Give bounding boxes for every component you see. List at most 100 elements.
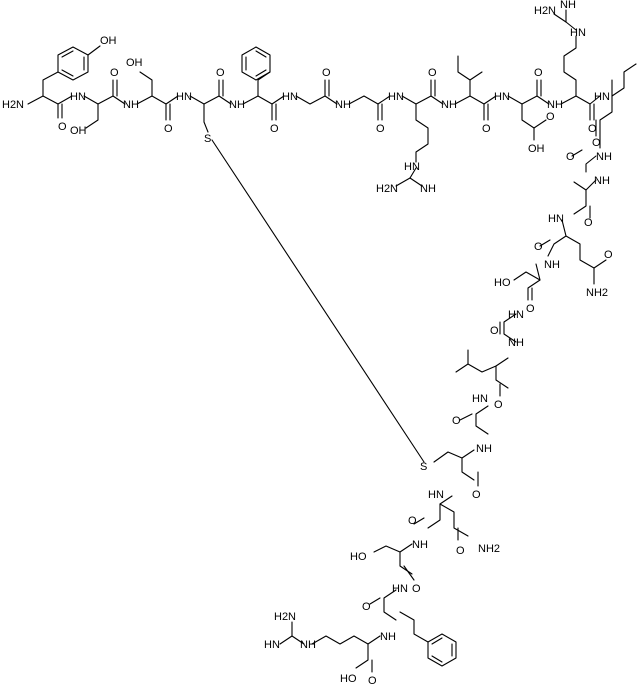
ser4-oh-label: HO <box>350 551 367 563</box>
arg3-guanidine-nh2-label: H2N <box>274 611 296 623</box>
arg2-co-to-nh <box>589 95 601 105</box>
arg1-guanidine-double <box>395 177 411 187</box>
arg3-carboxyl-o-label: O <box>368 675 377 687</box>
ile2-carbonyl-o-label: O <box>592 137 601 149</box>
tyr-phenol-oh-bond <box>87 45 101 56</box>
ser1-carbonyl-o-label: O <box>110 67 119 79</box>
phe2-backbone <box>383 589 397 621</box>
ser4-carbonyl-o-label: O <box>412 583 421 595</box>
asp-arg2-nh-label: NH <box>547 99 563 111</box>
atom-label-layer: H2N O OH HN OH O NH OH O HN S O NH O HN … <box>2 0 613 687</box>
arg3-carboxyl-oh-label: HO <box>340 673 357 685</box>
tyr-carbonyl-o-label: O <box>58 121 67 133</box>
gln-amide-double <box>593 259 607 269</box>
arg2-guanidine-nh-label: HN <box>570 27 586 39</box>
arg2-carbonyl-o-label: O <box>588 123 597 135</box>
ser3-backbone <box>527 263 541 301</box>
gln-ser3-nh-label: NH <box>544 259 560 271</box>
asp-acid-o-label: O <box>546 111 555 123</box>
phe1-carbonyl-o-label: O <box>270 123 279 135</box>
ser3-side-chain <box>513 271 541 281</box>
asn-amide-o-label: O <box>456 545 465 557</box>
arg1-co-to-nh <box>430 95 444 105</box>
gly3-carbonyl-o-label: O <box>566 151 575 163</box>
gln-amide-nh2-label: NH2 <box>586 287 608 299</box>
ser3-oh-label: HO <box>494 277 511 289</box>
arg2-guanidine-2 <box>553 13 567 23</box>
cys2-side-chain <box>433 451 463 463</box>
gly4-backbone <box>503 313 517 343</box>
ile1-co-to-nh <box>483 95 497 105</box>
cys1-side-chain <box>203 103 209 133</box>
cys2-carbonyl-o-label: O <box>472 489 481 501</box>
phe2-ring-double-1 <box>431 637 443 645</box>
asn-backbone <box>427 495 453 529</box>
ile1-carbonyl-o-label: O <box>482 123 491 135</box>
gly5-cys2-nh-label: NH <box>476 443 492 455</box>
asp-co-to-nh <box>536 95 550 105</box>
asp-acid-oh-label: OH <box>528 143 545 155</box>
gly3-carbonyl-double <box>571 149 583 157</box>
arg2-guanidine-nh2-label: H2N <box>534 5 556 17</box>
ile2-side-chain <box>611 63 637 97</box>
asn-carbonyl-double <box>413 517 425 525</box>
cys1-phe1-nh-label: NH <box>229 99 245 111</box>
ala-backbone <box>573 179 597 215</box>
ile1-ethyl <box>469 71 483 81</box>
gly5-carbonyl-o-label: O <box>452 415 461 427</box>
arg3-guanidine-2 <box>279 635 293 645</box>
arg1-side-chain <box>415 103 429 163</box>
ser2-co-to-nh <box>165 95 179 105</box>
arg2-guanidine-1 <box>565 21 577 31</box>
ser2-oh-label: OH <box>126 57 143 69</box>
asp-backbone <box>507 79 538 105</box>
phe2-ring <box>427 633 457 667</box>
phe1-ring-double-3 <box>255 69 267 77</box>
arg1-guanidine-amine-label: H2N <box>376 183 398 195</box>
phe1-backbone <box>242 95 273 121</box>
leu-backbone <box>495 357 509 389</box>
arg1-guanidine-nh-label: HN <box>404 161 420 173</box>
gly1-gly2-nh-label: NH <box>335 99 351 111</box>
ser3-gly4-nh-label: HN <box>508 309 524 321</box>
gly1-backbone <box>295 79 326 105</box>
ile1-backbone <box>454 95 485 121</box>
arg3-side-chain <box>311 635 369 645</box>
gly3-ala-nh-label: NH <box>594 175 610 187</box>
ser2-carbonyl-o-label: O <box>164 123 173 135</box>
tyr-co-to-nh <box>57 95 73 105</box>
ser2-backbone <box>136 95 167 121</box>
cys1-co-to-nh <box>218 95 232 105</box>
arg1-guanidine-imine-label: NH <box>420 183 436 195</box>
leu-gly5-nh-label: HN <box>472 393 488 405</box>
ser1-ser2-nh-label: NH <box>123 99 139 111</box>
arg3-guanidine-1 <box>291 635 305 645</box>
ser1-oh-label: OH <box>70 125 87 137</box>
cys1-sulfur-label: S <box>204 133 211 145</box>
ile2-backbone <box>599 95 613 137</box>
arg2-side-chain <box>563 35 577 97</box>
ala-carbonyl-o-label: O <box>584 217 593 229</box>
ile2-gly3-nh-label: NH <box>596 151 612 163</box>
gly1-carbonyl-o-label: O <box>322 67 331 79</box>
ser4-side-chain <box>373 545 401 553</box>
arg1-ile1-nh-label: NH <box>441 99 457 111</box>
asp-side-chain <box>521 103 535 141</box>
gln-amide-o-label: O <box>604 249 613 261</box>
arg2-guanidine-imine-label: NH <box>560 0 576 11</box>
leu-carbonyl-o-label: O <box>494 399 503 411</box>
gln-carbonyl-double <box>539 239 551 247</box>
ser1-backbone <box>83 79 114 105</box>
asp-carbonyl-o-label: O <box>534 67 543 79</box>
phe1-co-to-nh <box>271 95 285 105</box>
gly2-carbonyl-o-label: O <box>376 123 385 135</box>
arg1-backbone <box>401 79 432 105</box>
arg3-guanidine-nh-label: NH <box>300 639 316 651</box>
phe2-arg3-nh-label: NH <box>380 631 396 643</box>
ser1-side-chain <box>85 103 99 129</box>
tyr-amine-label: H2N <box>2 99 24 111</box>
gly3-backbone <box>585 155 597 173</box>
phe2-ring-double-3 <box>431 655 443 663</box>
